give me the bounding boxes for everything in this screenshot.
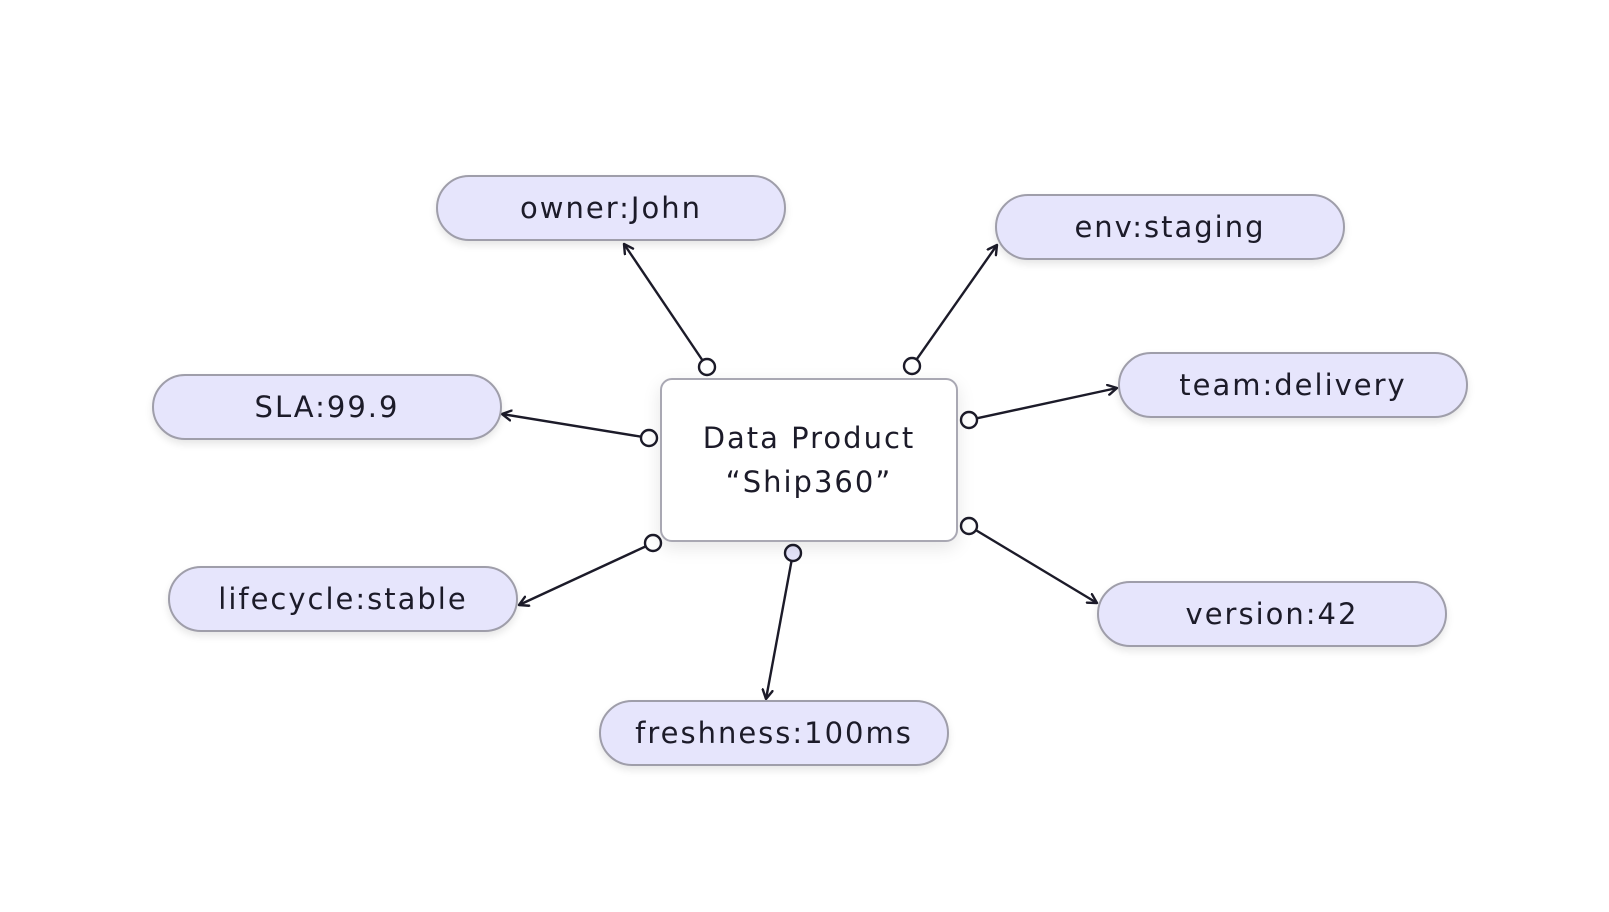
property-node-freshness[interactable]: freshness:100ms (599, 700, 949, 766)
property-node-env[interactable]: env:staging (995, 194, 1345, 260)
edge-sla (502, 414, 642, 438)
property-label: freshness:100ms (635, 716, 913, 750)
property-node-version[interactable]: version:42 (1097, 581, 1447, 647)
property-node-sla[interactable]: SLA:99.9 (152, 374, 502, 440)
data-product-node[interactable]: Data Product “Ship360” (660, 378, 958, 542)
property-label: team:delivery (1179, 368, 1407, 402)
edge-team (976, 388, 1117, 420)
property-label: env:staging (1074, 210, 1266, 244)
connector-handle-lifecycle[interactable] (643, 533, 663, 553)
edge-owner (624, 244, 704, 362)
edge-env (915, 245, 997, 361)
property-node-lifecycle[interactable]: lifecycle:stable (168, 566, 518, 632)
property-node-owner[interactable]: owner:John (436, 175, 786, 241)
property-label: lifecycle:stable (218, 582, 468, 616)
property-label: owner:John (520, 191, 702, 225)
connector-handle-team[interactable] (959, 410, 979, 430)
property-node-team[interactable]: team:delivery (1118, 352, 1468, 418)
edge-freshness (766, 560, 793, 699)
edge-version (975, 529, 1097, 603)
edge-lifecycle (519, 545, 647, 605)
connector-handle-env[interactable] (902, 356, 922, 376)
property-label: version:42 (1185, 597, 1359, 631)
property-label: SLA:99.9 (254, 390, 400, 424)
connector-handle-owner[interactable] (697, 357, 717, 377)
data-product-name: “Ship360” (725, 465, 893, 499)
connector-handle-freshness[interactable] (783, 543, 803, 563)
connector-handle-sla[interactable] (639, 428, 659, 448)
connector-handle-version[interactable] (959, 516, 979, 536)
data-product-title: Data Product (702, 421, 916, 455)
